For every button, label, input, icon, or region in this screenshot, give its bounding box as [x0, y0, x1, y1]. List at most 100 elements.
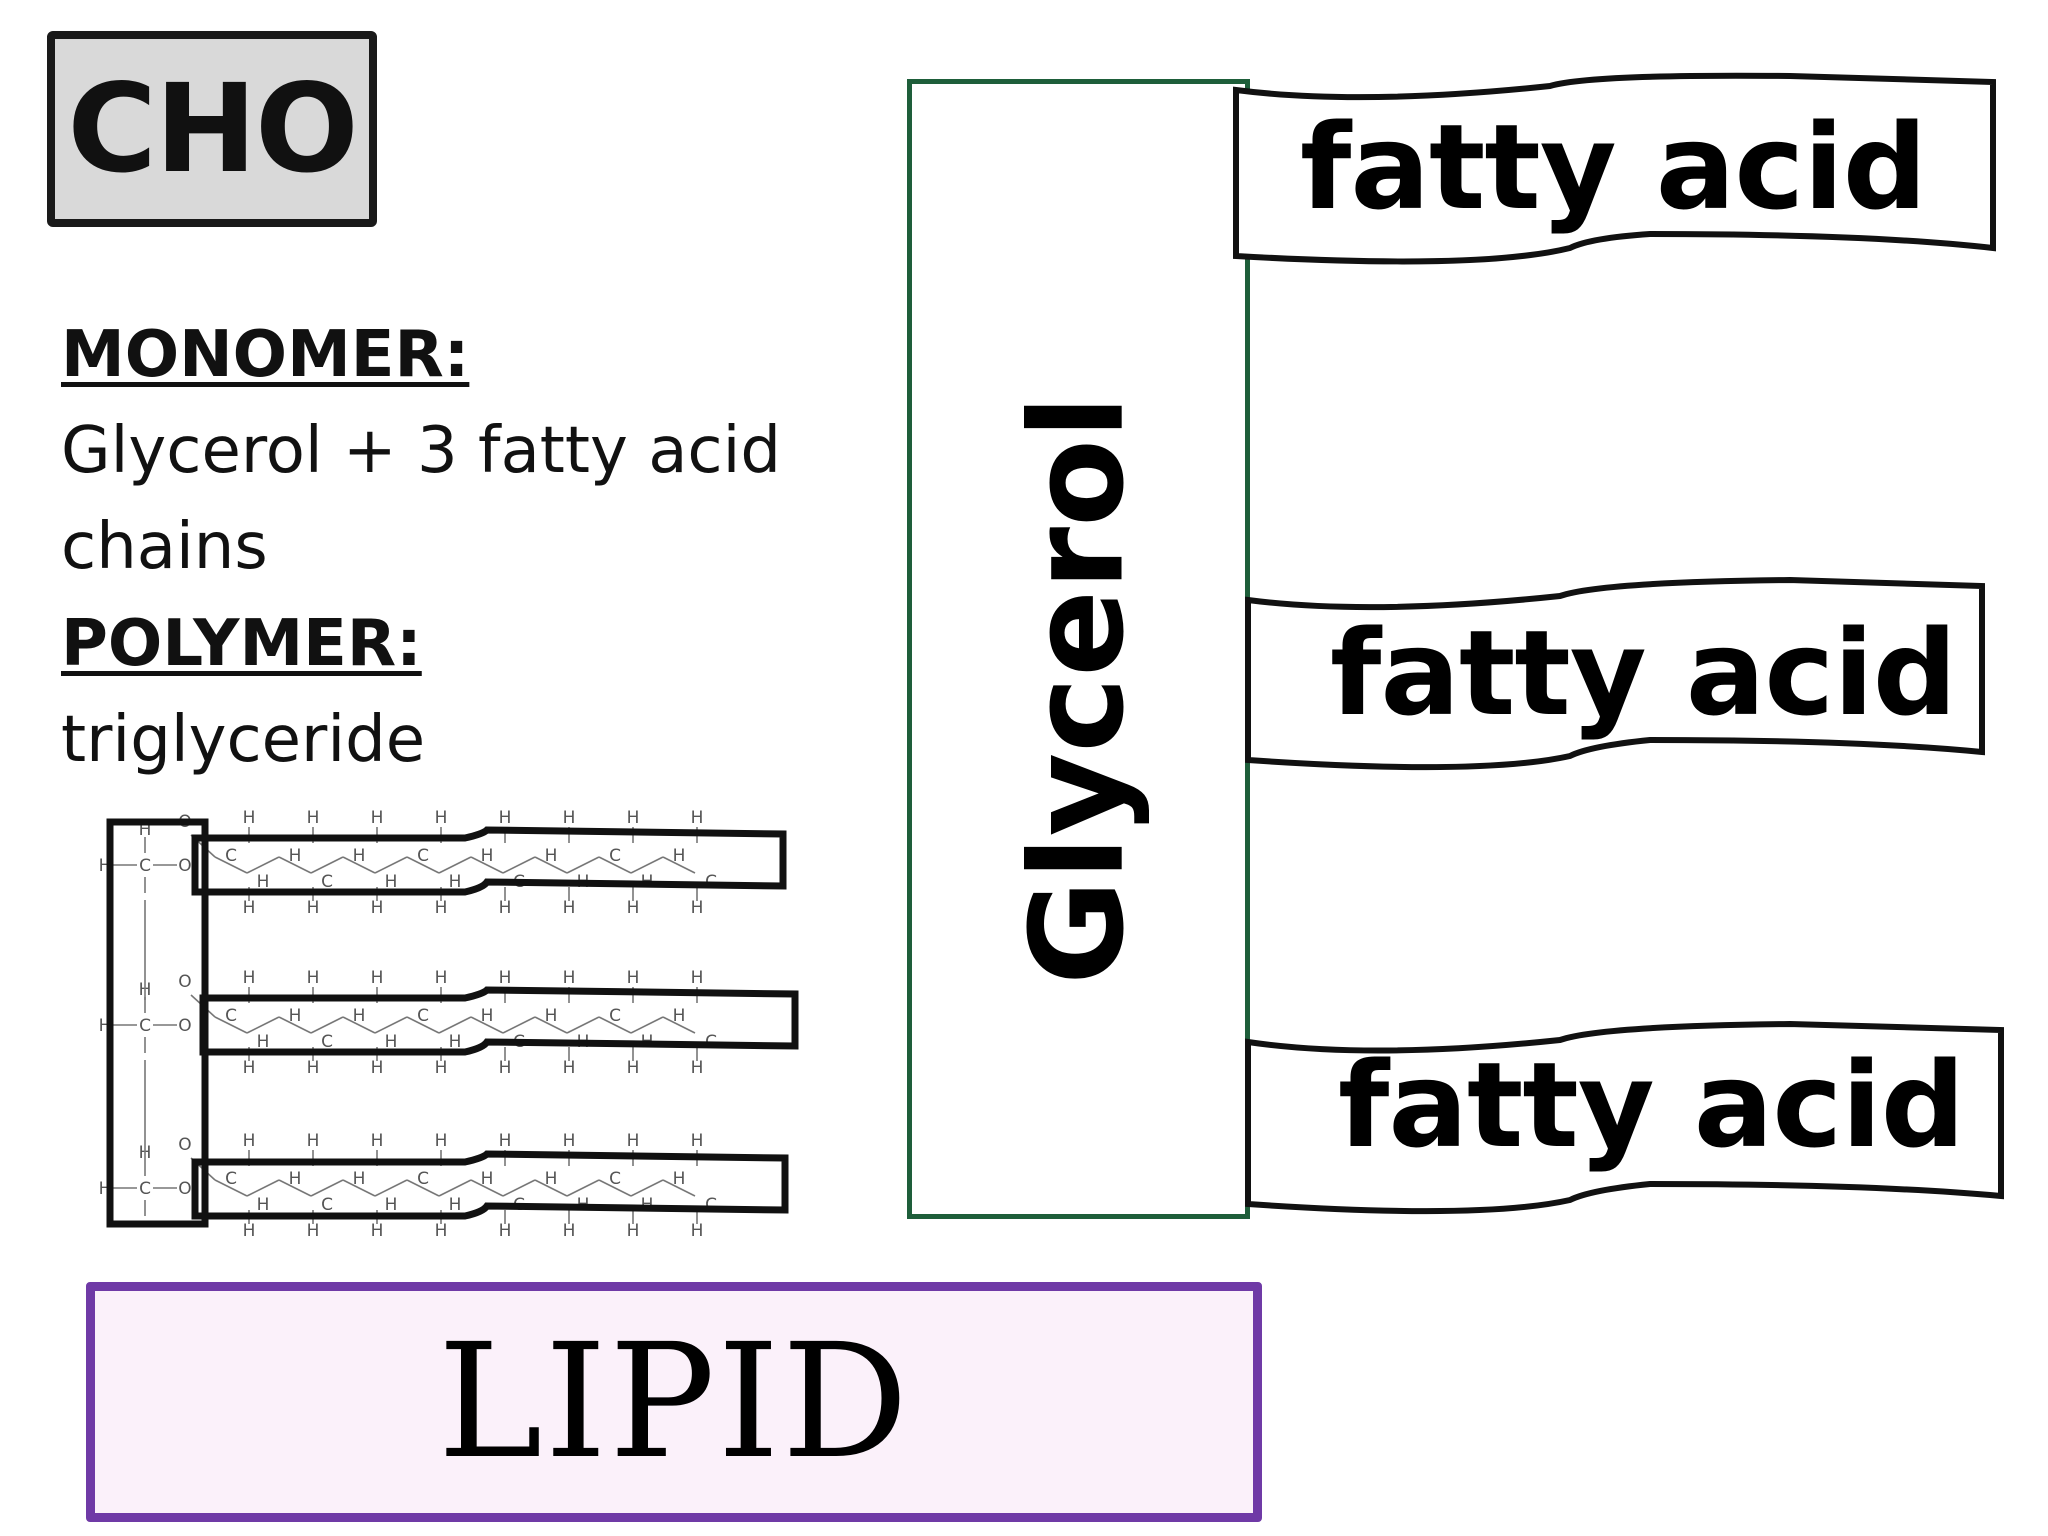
bond-line	[470, 856, 504, 874]
bond-line	[374, 856, 408, 874]
hydrogen-atom: H	[691, 1058, 704, 1078]
structure-fatty-acid-ribbon-3	[191, 1150, 789, 1220]
hydrogen-atom: H	[449, 1195, 462, 1215]
fatty-acid-banners	[1233, 72, 2004, 1215]
hydrogen-atom: H	[627, 1058, 640, 1078]
carbon-atom: C	[609, 846, 621, 866]
hydrogen-atom: H	[627, 968, 640, 988]
hydrogen-atom: H	[481, 1169, 494, 1189]
oxygen-atom: O	[178, 972, 191, 992]
hydrogen-atom: H	[673, 1169, 686, 1189]
hydrogen-atom: H	[449, 872, 462, 892]
hydrogen-atom: H	[307, 898, 320, 918]
carbon-atom: C	[417, 846, 429, 866]
hydrogen-atom: H	[307, 1221, 320, 1240]
oxygen-atom: O	[178, 856, 191, 876]
bond-line	[598, 1179, 632, 1197]
bond-line	[278, 1179, 312, 1197]
bond-line	[470, 1179, 504, 1197]
hydrogen-atom: H	[307, 810, 320, 828]
hydrogen-atom: H	[243, 898, 256, 918]
hydrogen-atom: H	[371, 898, 384, 918]
bond-line	[470, 1016, 504, 1034]
hydrogen-atom: H	[499, 1058, 512, 1078]
bond-line	[566, 1179, 600, 1197]
hydrogen-atom: H	[481, 846, 494, 866]
hydrogen-atom: H	[243, 810, 256, 828]
bond-line	[438, 856, 472, 874]
hydrogen-atom: H	[435, 1131, 448, 1151]
carbon-atom: C	[705, 1195, 717, 1215]
hydrogen-atom: H	[627, 1131, 640, 1151]
bond-line	[438, 1179, 472, 1197]
hydrogen-atom: H	[371, 968, 384, 988]
bond-line	[406, 1179, 440, 1197]
hydrogen-atom: H	[435, 1058, 448, 1078]
bond-line	[246, 856, 280, 874]
bond-line	[502, 1179, 536, 1197]
fatty-acid-banner-3	[1245, 1020, 2004, 1215]
hydrogen-atom: H	[435, 898, 448, 918]
hydrogen-atom: H	[481, 1006, 494, 1026]
hydrogen-atom: H	[499, 968, 512, 988]
bond-line	[342, 856, 376, 874]
fatty-acid-banner-2	[1245, 576, 1985, 771]
hydrogen-atom: H	[385, 872, 398, 892]
fatty-acid-label-3: fatty acid	[1338, 1036, 1965, 1174]
cho-label: CHO	[67, 58, 358, 200]
bond-line	[534, 1179, 568, 1197]
hydrogen-atom: H	[691, 968, 704, 988]
bond-line	[374, 1179, 408, 1197]
carbon-atom: C	[609, 1006, 621, 1026]
structure-fatty-acid-ribbon-1	[191, 826, 787, 896]
hydrogen-atom: H	[691, 898, 704, 918]
bond-line	[406, 1016, 440, 1034]
bond-line	[214, 856, 248, 874]
carbon-atom: C	[139, 856, 151, 876]
hydrogen-atom: H	[289, 1169, 302, 1189]
bond-line	[662, 1179, 696, 1197]
carbon-atom: C	[139, 1179, 151, 1199]
bond-line	[598, 856, 632, 874]
carbon-atom: C	[321, 1195, 333, 1215]
bond-line	[342, 1179, 376, 1197]
bond-line	[214, 1016, 248, 1034]
hydrogen-atom: H	[385, 1032, 398, 1052]
hydrogen-atom: H	[673, 846, 686, 866]
bond-line	[374, 1016, 408, 1034]
hydrogen-atom: H	[627, 1221, 640, 1240]
hydrogen-atom: H	[371, 1058, 384, 1078]
hydrogen-atom: H	[499, 1221, 512, 1240]
bond-line	[246, 1016, 280, 1034]
carbon-atom: C	[225, 1006, 237, 1026]
bond-line	[342, 1016, 376, 1034]
hydrogen-atom: H	[435, 810, 448, 828]
hydrogen-atom: H	[371, 1131, 384, 1151]
hydrogen-atom: H	[353, 1006, 366, 1026]
lipid-label: LIPID	[437, 1310, 911, 1494]
bond-line	[598, 1016, 632, 1034]
hydrogen-atom: H	[371, 810, 384, 828]
hydrogen-atom: H	[691, 1221, 704, 1240]
fatty-acid-banner-1	[1233, 72, 1996, 265]
hydrogen-atom: H	[563, 1221, 576, 1240]
hydrogen-atom: H	[563, 1058, 576, 1078]
hydrogen-atom: H	[563, 898, 576, 918]
hydrogen-atom: H	[545, 846, 558, 866]
polymer-heading: POLYMER:	[61, 607, 422, 681]
monomer-text-line2: chains	[61, 510, 268, 584]
bond-line	[214, 1179, 248, 1197]
hydrogen-atom: H	[257, 1195, 270, 1215]
hydrogen-atom: H	[243, 1058, 256, 1078]
hydrogen-atom: H	[307, 1131, 320, 1151]
bond-line	[534, 856, 568, 874]
hydrogen-atom: H	[449, 1032, 462, 1052]
bond-line	[502, 1016, 536, 1034]
hydrogen-atom: H	[353, 1169, 366, 1189]
hydrogen-atom: H	[289, 846, 302, 866]
hydrogen-atom: H	[673, 1006, 686, 1026]
bond-line	[534, 1016, 568, 1034]
carbon-atom: C	[321, 872, 333, 892]
